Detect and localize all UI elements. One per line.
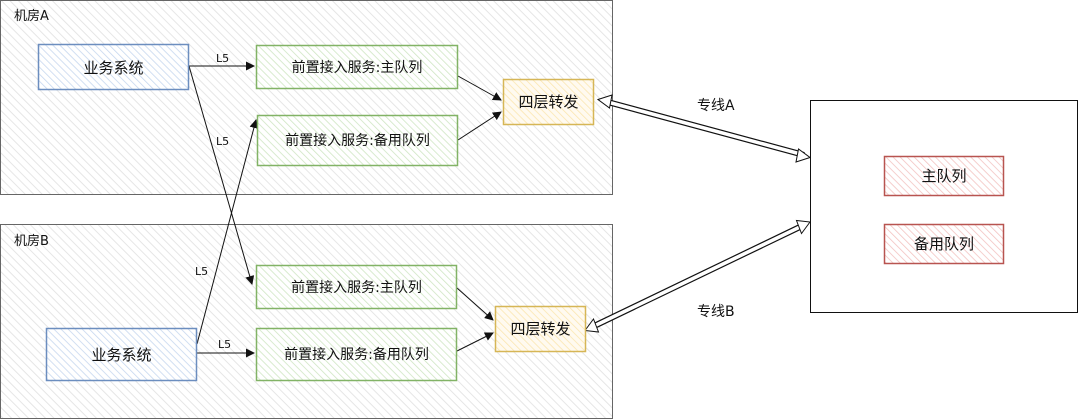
queue-main-label: 主队列 [921, 167, 966, 185]
edge-biz-b-to-front-a-backup [196, 119, 259, 345]
dedicated-line-b-label: 专线B [697, 304, 735, 320]
l4-forward-b-label: 四层转发 [510, 320, 570, 338]
edges [188, 61, 502, 358]
front-service-b-main: 前置接入服务:主队列 [255, 264, 458, 310]
front-service-a-backup-label: 前置接入服务:备用队列 [285, 132, 430, 149]
edge-label-l5-a-cross: L5 [216, 135, 229, 148]
room-b-label: 机房B [14, 233, 49, 249]
queue-backup-label: 备用队列 [914, 235, 974, 253]
front-service-a-main-label: 前置接入服务:主队列 [292, 59, 423, 76]
dedicated-line-a-label: 专线A [697, 98, 735, 114]
edge-biz-a-to-front-b-main [188, 65, 255, 285]
l4-forward-a-label: 四层转发 [518, 93, 578, 111]
edge-front-b-backup-to-l4-b [456, 332, 494, 352]
business-system-a-label: 业务系统 [83, 59, 143, 77]
front-service-b-backup: 前置接入服务:备用队列 [255, 327, 458, 382]
edge-front-a-main-to-l4-a [457, 75, 502, 101]
edge-front-a-backup-to-l4-a [457, 111, 502, 141]
front-service-a-backup: 前置接入服务:备用队列 [256, 114, 459, 167]
business-system-b-label: 业务系统 [91, 346, 151, 364]
front-service-a-main: 前置接入服务:主队列 [255, 44, 459, 90]
edge-label-l5-b-backup: L5 [218, 338, 231, 351]
dedicated-line-a [596, 94, 812, 163]
edge-front-b-main-to-l4-b [456, 287, 494, 321]
edge-label-l5-a-main: L5 [216, 52, 229, 65]
remote-queue-cluster [810, 100, 1078, 313]
l4-forward-b: 四层转发 [494, 305, 587, 353]
front-service-b-backup-label: 前置接入服务:备用队列 [284, 346, 429, 363]
l4-forward-a: 四层转发 [502, 78, 595, 126]
queue-main: 主队列 [883, 155, 1005, 197]
queue-backup: 备用队列 [883, 223, 1005, 265]
room-a-label: 机房A [14, 8, 49, 24]
dedicated-line-b [584, 219, 811, 333]
business-system-b: 业务系统 [45, 327, 198, 382]
edge-label-l5-b-cross: L5 [195, 265, 208, 278]
business-system-a: 业务系统 [37, 43, 190, 91]
edge-labels: L5 L5 L5 L5 [195, 52, 231, 351]
front-service-b-main-label: 前置接入服务:主队列 [291, 279, 422, 296]
